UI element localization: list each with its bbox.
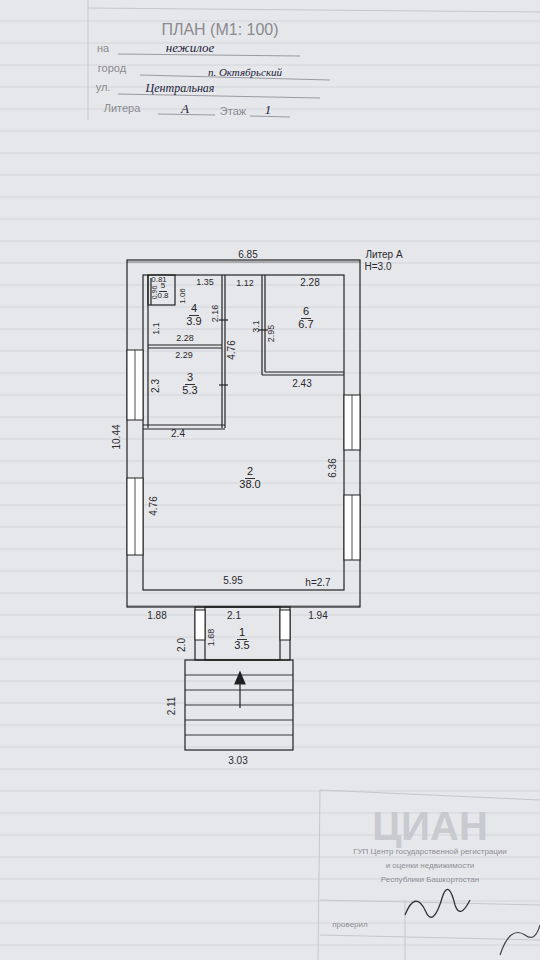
dimension: h=2.7 xyxy=(305,578,330,588)
room-label: 50.8 xyxy=(157,282,168,300)
dimension: 1.06 xyxy=(179,288,187,304)
dimension: 2.16 xyxy=(212,304,221,322)
room-area: 38.0 xyxy=(239,479,260,491)
dimension: 2.4 xyxy=(171,429,185,439)
room-label: 238.0 xyxy=(239,466,260,490)
room-area: 3.5 xyxy=(234,640,249,652)
dimension: 2.28 xyxy=(300,278,319,288)
dimension: H=3.0 xyxy=(365,262,392,272)
room-number: 1 xyxy=(237,627,247,640)
dimension: 3.1 xyxy=(251,320,260,333)
dimension: 1.68 xyxy=(208,628,217,646)
dimension: 1.35 xyxy=(196,278,214,287)
form-field: ПЛАН (М1: 100) xyxy=(161,22,278,38)
dimension: 2.0 xyxy=(177,638,187,652)
room-number: 6 xyxy=(301,306,311,319)
dimension: 1.1 xyxy=(151,322,160,335)
stamp-text: проверил xyxy=(332,921,367,929)
form-field: А xyxy=(181,102,189,115)
stamp-text: ГУП Центр государственной регистрации xyxy=(353,848,507,856)
dimension: 3.03 xyxy=(228,756,247,766)
form-field: п. Октябрьский xyxy=(208,67,282,78)
room-label: 66.7 xyxy=(298,306,313,330)
form-field: Литера xyxy=(104,103,141,114)
dimension: 1.88 xyxy=(147,611,166,621)
form-field: нежилое xyxy=(166,41,215,54)
dimension: 10.44 xyxy=(112,424,122,449)
dimension: 0.81 xyxy=(151,276,167,284)
room-area: 3.9 xyxy=(186,316,201,328)
dimension: 2.11 xyxy=(167,697,177,716)
dimension: 2.95 xyxy=(268,324,277,342)
dimension: 0.96 xyxy=(152,285,159,299)
form-field: 1 xyxy=(265,103,272,116)
dimension: 2.3 xyxy=(151,379,161,393)
room-area: 5.3 xyxy=(182,385,197,397)
dimension: 2.43 xyxy=(292,379,311,389)
form-field: ул. xyxy=(96,82,111,93)
dimension: 4.76 xyxy=(149,496,159,515)
dimension: 5.95 xyxy=(223,576,242,586)
room-label: 13.5 xyxy=(234,627,249,651)
dimension: 2.29 xyxy=(175,351,193,360)
dimension: 1.12 xyxy=(236,279,254,288)
dimension: 2.1 xyxy=(227,611,241,621)
room-label: 35.3 xyxy=(182,372,197,396)
dimension: Литер А xyxy=(365,250,402,260)
dimension: 6.85 xyxy=(238,250,257,260)
form-field: Этаж xyxy=(220,106,246,117)
dimension: 2.28 xyxy=(176,334,194,343)
form-field: на xyxy=(97,43,109,54)
stamp-text: ЦИАН xyxy=(372,806,488,846)
room-area: 0.8 xyxy=(157,292,168,300)
room-number: 3 xyxy=(185,372,195,385)
dimension: 1.94 xyxy=(308,611,327,621)
stamp-text: и оценки недвижимости xyxy=(386,862,475,870)
dimension: 4.76 xyxy=(227,340,237,359)
room-number: 2 xyxy=(245,466,255,479)
room-number: 4 xyxy=(189,303,199,316)
room-label: 43.9 xyxy=(186,303,201,327)
dimension: 6.36 xyxy=(328,458,338,477)
stamp-text: Республики Башкортостан xyxy=(381,876,479,884)
form-field: Центральная xyxy=(146,82,215,94)
form-field: город xyxy=(98,63,126,74)
room-area: 6.7 xyxy=(298,319,313,331)
